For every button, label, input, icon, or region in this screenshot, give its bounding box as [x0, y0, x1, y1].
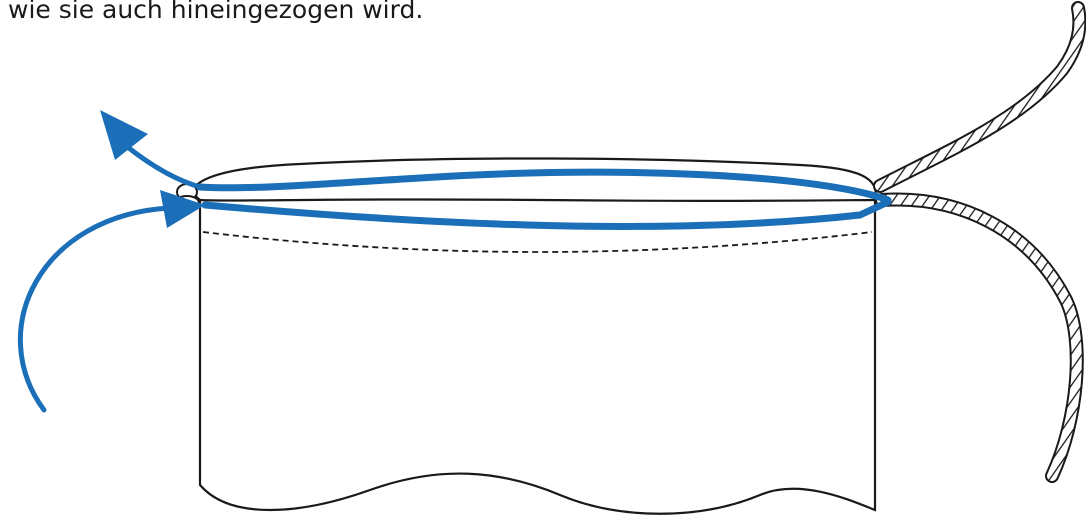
- cord-upper: [873, 1, 1086, 193]
- threading-arrow: [17, 142, 892, 413]
- thread-exit: [122, 142, 203, 190]
- bag-opening: [193, 157, 877, 202]
- bag-body: [198, 200, 877, 515]
- stitch-line: [202, 231, 873, 253]
- arrowheads: [100, 110, 205, 228]
- drawstring-cord: [873, 1, 1086, 483]
- exit-arrowhead: [100, 110, 148, 160]
- thread-back: [196, 168, 892, 204]
- cord-lower: [875, 192, 1084, 483]
- entry-arrowhead: [160, 190, 205, 228]
- thread-front: [201, 198, 892, 230]
- thread-entry: [17, 205, 173, 413]
- instruction-caption: wie sie auch hineingezogen wird.: [8, 0, 424, 24]
